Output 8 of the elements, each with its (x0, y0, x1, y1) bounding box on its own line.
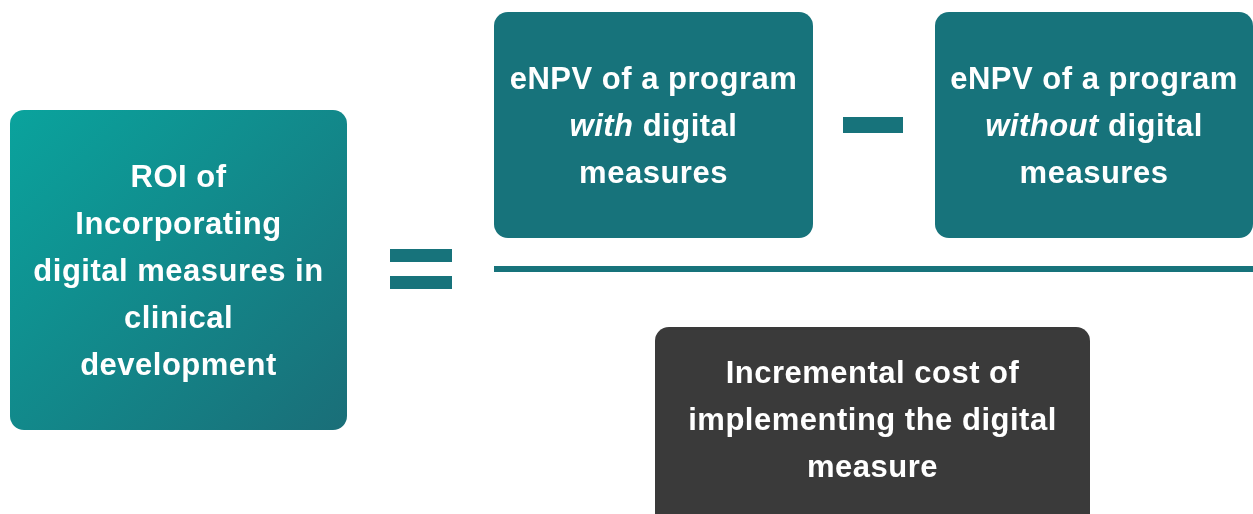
box-text: eNPV of a program with digital measures (508, 59, 799, 192)
box-text: Incremental cost of implementing the digital measure (687, 354, 1058, 486)
denominator-box (655, 327, 1090, 514)
box-text: eNPV of a program without digital measures (949, 59, 1239, 192)
term-box (494, 12, 813, 238)
term-box (935, 12, 1253, 238)
box-text: ROI of Incorporating digital measures in clinical development (32, 157, 325, 384)
result-box (10, 110, 347, 430)
